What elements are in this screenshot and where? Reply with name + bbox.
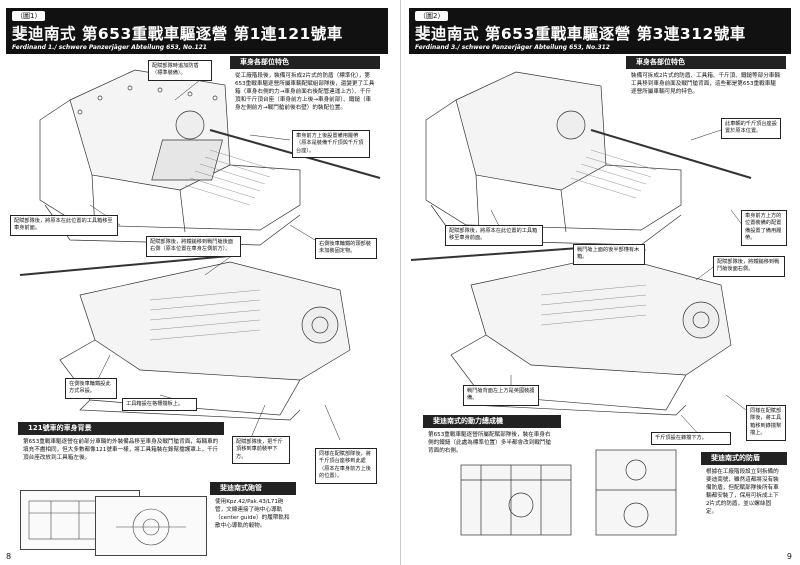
left-features-heading: 車身各部位特色	[230, 56, 380, 69]
right-features-section: 車身各部位特色 裝備可拆成2片式的防盾、工具箱、千斤頂、鐵鎚等部分車輛工具移到車…	[626, 56, 786, 99]
right-callout-3: 配賦部隊後，將原本在此位置的工具箱移至車身前面。	[445, 225, 543, 246]
right-page: （圖2） 斐迪南式 第653重戰車驅逐營 第3連312號車 Ferdinand …	[400, 0, 800, 565]
left-callout-5: 右側後車輪鐵的頭部裝未加裝固定物。	[315, 238, 377, 259]
left-callout-2: 車身前方上後設置備用履帶（原本是裝備千斤頂與千斤頂台座）。	[292, 130, 370, 159]
left-history-heading: 121號車的車身背景	[18, 422, 224, 435]
left-cannon-svg	[116, 508, 186, 546]
left-page-header: （圖1） 斐迪南式 第653重戰車驅逐營 第1連121號車 Ferdinand …	[6, 8, 388, 54]
right-shield-drawing	[595, 449, 677, 536]
left-callout-7: 工具箱設在格柵擋板上。	[122, 398, 197, 412]
right-bottom-tank-drawing	[410, 244, 732, 416]
right-callout-1: 此車輛的千斤頂台座設置於原本位置。	[721, 118, 781, 139]
right-plate-label: （圖2）	[415, 11, 449, 21]
right-page-title: 斐迪南式 第653重戰車驅逐營 第3連312號車	[415, 25, 746, 43]
top-tank-drawing	[39, 69, 381, 246]
left-callout-4: 配賦部隊後，將鐵鎚移到戰鬥艙後面右側（原本位置在車身左側前方）。	[146, 236, 241, 257]
right-page-subtitle: Ferdinand 3./ schwere Panzerjäger Abteil…	[415, 44, 610, 51]
left-callout-6: 在側後車輪鐵設此方式吊設。	[65, 378, 117, 399]
right-top-tank-drawing	[425, 71, 752, 246]
right-remodel-heading: 斐迪南式的動力總成機	[423, 415, 561, 428]
right-remodel-section: 斐迪南式的動力總成機 第653重戰車驅逐營所屬配賦部隊後，裝在車身右側的鐵鎚（此…	[423, 415, 561, 458]
left-cannon-section: 斐迪南式砲管 使用Kpz.42/Pak.43/L71砲管，文線連接了砲中心導軌（…	[210, 482, 296, 533]
left-features-body: 從工廠階段後，裝備可拆成2片式的防盾（標準化），第653重戰車驅逐營所屬車輛配賦…	[235, 73, 375, 111]
right-page-number: 9	[786, 552, 792, 561]
right-engine-drawing	[460, 464, 572, 536]
left-features-section: 車身各部位特色 從工廠階段後，裝備可拆成2片式的防盾（標準化），第653重戰車驅…	[230, 56, 380, 115]
left-tank-drawings	[19, 69, 381, 441]
left-page: （圖1） 斐迪南式 第653重戰車驅逐營 第1連121號車 Ferdinand …	[6, 8, 388, 561]
right-callout-4: 配賦部隊後，將鐵鎚移到戰鬥艙後面右側。	[713, 256, 785, 277]
left-history-body: 第653重戰車驅逐營在前部分車輛的外裝備品移至車身及戰鬥艙背面，每輛車的填充不盡…	[23, 439, 219, 461]
right-features-body: 裝備可拆成2片式的防盾、工具箱、千斤頂、鐵鎚等部分車輛工具移到車身前面及戰鬥艙背…	[631, 73, 780, 95]
left-callout-1: 配賦部隊時追加防盾（標準裝備）。	[148, 60, 212, 81]
left-page-title: 斐迪南式 第653重戰車驅逐營 第1連121號車	[12, 25, 343, 43]
right-callout-8: 千斤頂設在錄擋下方。	[651, 432, 731, 446]
right-callout-5: 戰鬥艙上面的後半部懂有木箱。	[573, 244, 645, 265]
left-cannon-heading: 斐迪南式砲管	[210, 482, 296, 495]
left-cannon-drawing	[95, 496, 207, 556]
left-cannon-body: 使用Kpz.42/Pak.43/L71砲管，文線連接了砲中心導軌（center …	[215, 499, 290, 529]
left-callout-8: 配賦部隊後，把千斤頂移到車前裝甲下方。	[232, 436, 290, 465]
right-features-heading: 車身各部位特色	[626, 56, 786, 69]
left-history-section: 121號車的車身背景 第653重戰車驅逐營在前部分車輛的外裝備品移至車身及戰鬥艙…	[18, 422, 224, 465]
right-detail-body: 根據在工廠階段設立到拆備的斐迪南號，雖然這都將沒有裝備防盾，但配賦部隊後所有車輛…	[706, 469, 779, 515]
right-remodel-body: 第653重戰車驅逐營所屬配賦部隊後，裝在車身右側的鐵鎚（此處為標準位置）多半都會…	[428, 432, 552, 454]
left-page-number: 8	[6, 552, 12, 561]
left-page-subtitle: Ferdinand 1./ schwere Panzerjäger Abteil…	[12, 44, 207, 51]
right-detail-heading: 斐迪南式的防盾	[701, 452, 787, 465]
right-page-header: （圖2） 斐迪南式 第653重戰車驅逐營 第3連312號車 Ferdinand …	[409, 8, 791, 54]
left-callout-3: 配賦部隊後，將原本在此位置的工具箱移至車身前面。	[10, 215, 118, 236]
right-detail-section: 斐迪南式的防盾 根據在工廠階段設立到拆備的斐迪南號，雖然這都將沒有裝備防盾，但配…	[701, 452, 787, 519]
left-plate-label: （圖1）	[12, 11, 46, 21]
left-callout-9: 同樣在配賦部隊後，將千斤頂台座移到此處（原本在車身前方上後的位置）。	[315, 448, 377, 484]
right-callout-6: 戰鬥艙背面左上方是英國裝護備。	[463, 385, 539, 406]
right-callout-7: 同樣在配賦部隊後，將工具箱移到錄擋幫擋上。	[746, 405, 786, 441]
bottom-tank-drawing	[19, 254, 351, 421]
right-callout-2: 車身前方上方的位置裝備的配置備設置了備用履帶。	[741, 210, 787, 246]
